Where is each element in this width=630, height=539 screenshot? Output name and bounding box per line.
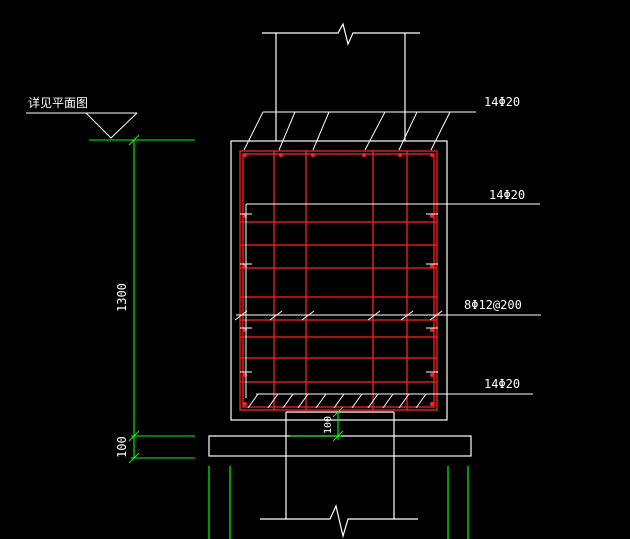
cushion-layer	[208, 435, 472, 457]
stirrups-label: 8Φ12@200	[464, 298, 522, 312]
dimension-lines	[89, 134, 344, 464]
leader-lines	[234, 111, 541, 409]
side-bars-label: 14Φ20	[489, 188, 525, 202]
inner-dimension: 100	[323, 416, 334, 434]
bottom-bars-label: 14Φ20	[484, 377, 520, 391]
top-bars-label: 14Φ20	[484, 95, 520, 109]
level-note: 详见平面图	[28, 95, 88, 110]
upper-column	[262, 22, 420, 141]
rebar-cage	[239, 150, 438, 411]
height-dimension: 1300	[115, 283, 129, 312]
lower-column	[260, 411, 418, 539]
foundation-lines	[208, 466, 469, 539]
pile-cap-outline	[230, 140, 448, 421]
level-marker	[26, 112, 138, 139]
cushion-dimension: 100	[115, 436, 129, 458]
rebar-dots	[243, 153, 434, 406]
